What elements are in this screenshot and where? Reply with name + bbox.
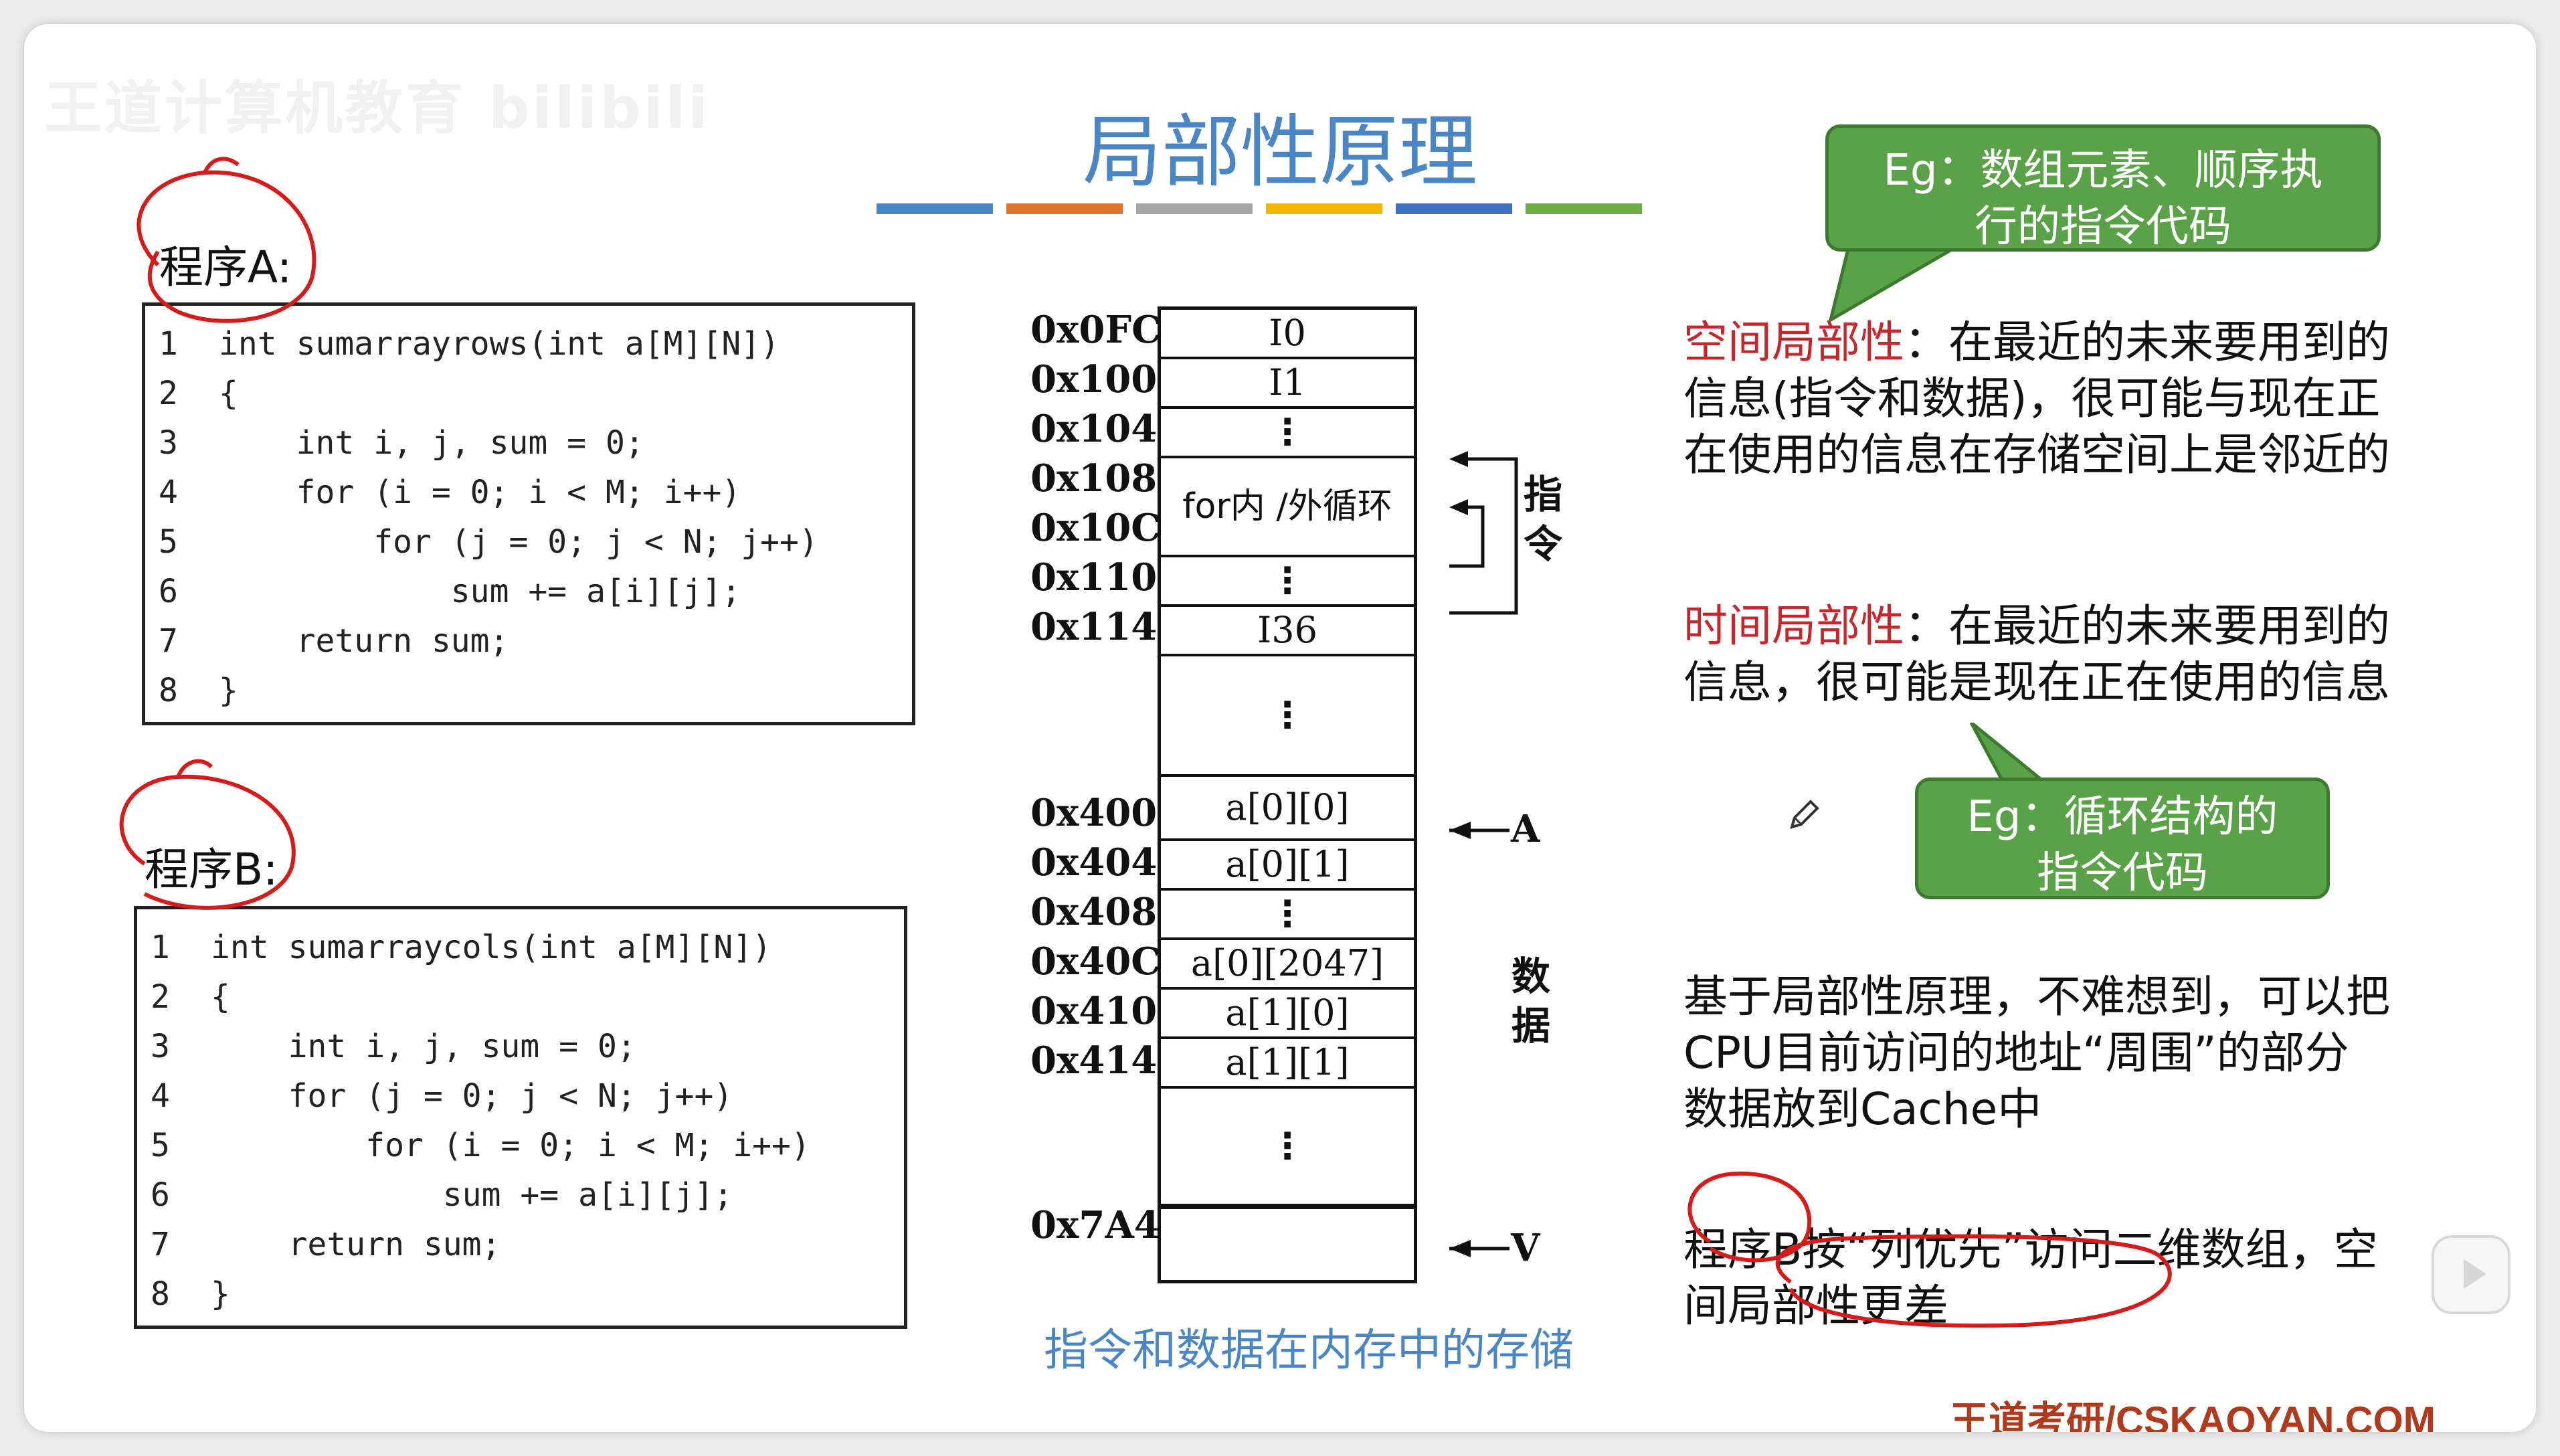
- memory-cell: for内 /外循环: [1161, 458, 1414, 557]
- memory-cell: ⋮: [1161, 1089, 1414, 1206]
- memory-cell: I36: [1161, 607, 1414, 656]
- memory-address: 0x400: [1030, 791, 1158, 835]
- pointer-v-label: V: [1511, 1226, 1540, 1270]
- memory-cell: I0: [1161, 310, 1414, 359]
- conclusion-text: 程序B按“列优先”访问二维数组，空间局部性更差: [1683, 1224, 2378, 1332]
- pointer-a-label: A: [1511, 807, 1540, 851]
- memory-cell: ⋮: [1161, 557, 1414, 607]
- callout-1-tail: [1828, 238, 1975, 324]
- memory-cell: a[1][0]: [1161, 990, 1414, 1039]
- code-line: 5 for (i = 0; i < M; i++): [151, 1127, 810, 1164]
- memory-cell: ⋮: [1161, 891, 1414, 940]
- color-bar-segment: [1396, 203, 1512, 214]
- spatial-locality-term: 空间局部性: [1683, 316, 1904, 368]
- program-b-label: 程序B:: [145, 844, 278, 895]
- memory-cell: ⋮: [1161, 409, 1414, 458]
- memory-address: 0x404: [1030, 840, 1158, 885]
- code-line: 2{: [151, 978, 230, 1016]
- principle-text: 基于局部性原理，不难想到，可以把CPU目前访问的地址“周围”的部分数据放到Cac…: [1683, 971, 2390, 1135]
- memory-cell: [1161, 1206, 1414, 1280]
- temporal-locality-term: 时间局部性: [1683, 600, 1904, 652]
- color-bar-segment: [1526, 203, 1642, 214]
- memory-address: 0x100: [1030, 357, 1158, 401]
- memory-address: 0x7A4: [1030, 1203, 1160, 1247]
- memory-cell: a[0][0]: [1161, 777, 1414, 841]
- instruction-label: 指令: [1523, 472, 1562, 567]
- code-line: 4 for (i = 0; i < M; i++): [159, 474, 741, 511]
- callout-spatial-example: Eg：数组元素、顺序执行的指令代码: [1825, 124, 2381, 252]
- color-bar-segment: [1006, 203, 1123, 214]
- memory-pointers: [1449, 451, 1518, 1257]
- temporal-locality-desc: ：在最近的未来要用到的信息，很可能是现在正在使用的信息: [1683, 600, 2390, 708]
- page-title: 局部性原理: [1082, 106, 1477, 198]
- spatial-locality-desc: ：在最近的未来要用到的信息(指令和数据)，很可能与现在正在使用的信息在存储空间上…: [1683, 316, 2390, 480]
- memory-address: 0x410: [1030, 989, 1158, 1033]
- code-line: 8}: [159, 672, 238, 709]
- memory-column: I0 I1 ⋮ for内 /外循环 ⋮ I36 ⋮ a[0][0] a[0][1…: [1158, 306, 1417, 1283]
- memory-address: 0x110: [1030, 555, 1158, 600]
- color-bar-segment: [1136, 203, 1253, 214]
- memory-address: 0x108: [1030, 456, 1158, 500]
- code-line: 2{: [159, 375, 238, 412]
- code-line: 5 for (j = 0; j < N; j++): [159, 523, 818, 561]
- watermark: 王道计算机教育 bilibili: [44, 75, 711, 142]
- play-button[interactable]: [2432, 1235, 2510, 1314]
- memory-cell: a[0][2047]: [1161, 940, 1414, 990]
- memory-cell: a[0][1]: [1161, 841, 1414, 891]
- code-line: 6 sum += a[i][j];: [159, 573, 741, 610]
- data-label: 数据: [1511, 953, 1550, 1049]
- program-a-label: 程序A:: [159, 242, 292, 293]
- callout-temporal-example: Eg：循环结构的指令代码: [1915, 778, 2330, 899]
- code-line: 3 int i, j, sum = 0;: [159, 424, 644, 462]
- code-line: 7 return sum;: [151, 1226, 501, 1263]
- memory-address: 0x10C: [1030, 506, 1161, 550]
- memory-address: 0x114: [1030, 605, 1158, 649]
- memory-address: 0x104: [1030, 407, 1158, 451]
- memory-cell: I1: [1161, 359, 1414, 409]
- code-line: 7 return sum;: [159, 622, 509, 660]
- memory-cell: a[1][1]: [1161, 1039, 1414, 1089]
- color-bar-segment: [1266, 203, 1382, 214]
- pencil-icon: [1790, 800, 1819, 829]
- temporal-locality-text: 时间局部性：在最近的未来要用到的信息，很可能是现在正在使用的信息: [1683, 598, 2393, 711]
- memory-address: 0x408: [1030, 890, 1158, 934]
- memory-address: 0x40C: [1030, 939, 1161, 984]
- spatial-locality-text: 空间局部性：在最近的未来要用到的信息(指令和数据)，很可能与现在正在使用的信息在…: [1683, 314, 2393, 483]
- code-line: 6 sum += a[i][j];: [151, 1176, 733, 1214]
- memory-address: 0x414: [1030, 1038, 1158, 1083]
- annotation-overlay: [119, 157, 2172, 1328]
- memory-address: 0x0FC: [1030, 308, 1162, 352]
- code-line: 3 int i, j, sum = 0;: [151, 1028, 636, 1065]
- color-bar-segment: [877, 203, 993, 214]
- brand-footer: 王道考研/CSKAOYAN.COM: [1949, 1399, 2436, 1432]
- memory-cell: ⋮: [1161, 656, 1414, 777]
- code-line: 8}: [151, 1275, 230, 1313]
- code-line: 4 for (j = 0; j < N; j++): [151, 1077, 733, 1115]
- memory-caption: 指令和数据在内存中的存储: [1044, 1324, 1574, 1376]
